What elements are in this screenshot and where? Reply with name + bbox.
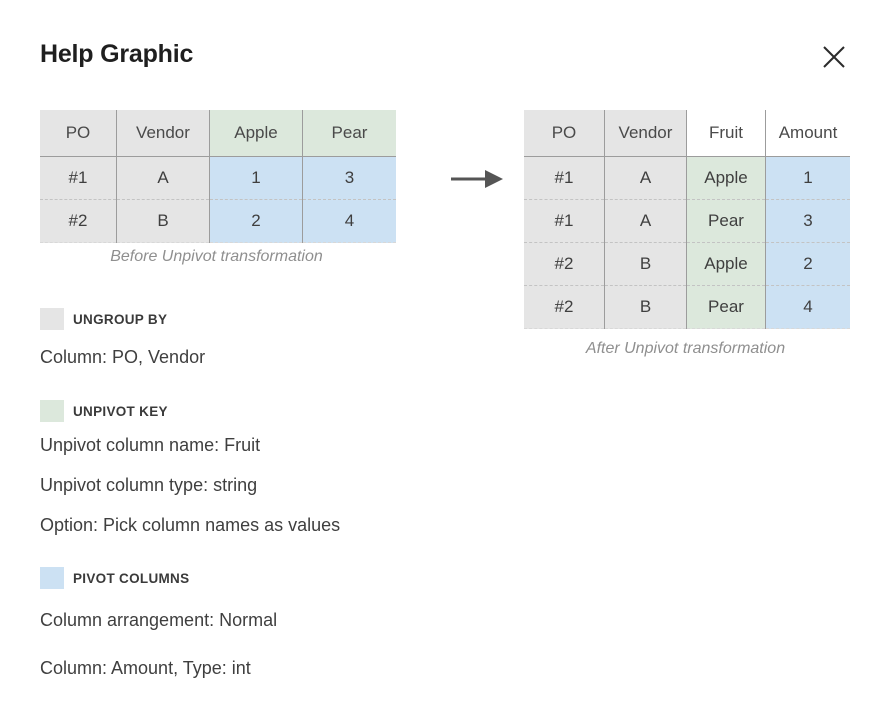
column-header-vendor: Vendor: [116, 110, 210, 157]
cell-po: #2: [524, 285, 605, 329]
column-header-po: PO: [524, 110, 605, 157]
cell-vendor: A: [604, 199, 687, 243]
cell-vendor: A: [116, 156, 210, 200]
cell-vendor: B: [116, 199, 210, 243]
swatch-blue-icon: [40, 567, 64, 589]
cell-po: #1: [524, 156, 605, 200]
column-header-pear: Pear: [302, 110, 396, 157]
table-row: #2 B Apple 2: [524, 242, 850, 286]
legend-section-unpivot-key: UNPIVOT KEY Unpivot column name: Fruit U…: [40, 400, 340, 542]
legend-title-unpivot-key: UNPIVOT KEY: [73, 403, 168, 419]
cell-vendor: B: [604, 242, 687, 286]
cell-po: #2: [524, 242, 605, 286]
cell-po: #2: [40, 199, 117, 243]
legend-line-column-arrangement: Column arrangement: Normal: [40, 610, 278, 630]
table-header-row: PO Vendor Apple Pear: [40, 110, 396, 157]
cell-pear: 4: [302, 199, 396, 243]
cell-apple: 2: [209, 199, 303, 243]
close-icon: [821, 44, 847, 70]
close-button[interactable]: [815, 38, 853, 76]
cell-pear: 3: [302, 156, 396, 200]
cell-fruit: Pear: [686, 199, 766, 243]
legend-title-ungroup-by: UNGROUP BY: [73, 311, 168, 327]
cell-fruit: Apple: [686, 242, 766, 286]
table-header-row: PO Vendor Fruit Amount: [524, 110, 850, 157]
legend-header: UNGROUP BY: [40, 308, 205, 330]
column-header-amount: Amount: [765, 110, 850, 157]
cell-amount: 4: [765, 285, 850, 329]
table-row: #1 A Apple 1: [524, 156, 850, 200]
legend-title-pivot-columns: PIVOT COLUMNS: [73, 570, 190, 586]
table-row: #1 A Pear 3: [524, 199, 850, 243]
column-header-apple: Apple: [209, 110, 303, 157]
legend-line-unpivot-column-name: Unpivot column name: Fruit: [40, 435, 261, 455]
transform-arrow-icon: [451, 167, 505, 191]
column-header-po: PO: [40, 110, 117, 157]
caption-after: After Unpivot transformation: [585, 340, 786, 357]
swatch-green-icon: [40, 400, 64, 422]
table-before-unpivot: PO Vendor Apple Pear #1 A 1 3 #2 B 2 4: [40, 110, 396, 243]
legend-header: PIVOT COLUMNS: [40, 567, 277, 589]
swatch-grey-icon: [40, 308, 64, 330]
table-row: #1 A 1 3: [40, 156, 396, 200]
cell-amount: 3: [765, 199, 850, 243]
column-header-fruit: Fruit: [686, 110, 766, 157]
cell-fruit: Apple: [686, 156, 766, 200]
page-title: Help Graphic: [40, 40, 194, 68]
cell-vendor: B: [604, 285, 687, 329]
cell-amount: 1: [765, 156, 850, 200]
legend-line-unpivot-column-type: Unpivot column type: string: [40, 475, 258, 495]
cell-vendor: A: [604, 156, 687, 200]
legend-section-pivot-columns: PIVOT COLUMNS Column arrangement: Normal…: [40, 567, 277, 685]
cell-amount: 2: [765, 242, 850, 286]
legend-section-ungroup-by: UNGROUP BY Column: PO, Vendor: [40, 308, 205, 374]
cell-fruit: Pear: [686, 285, 766, 329]
column-header-vendor: Vendor: [604, 110, 687, 157]
table-row: #2 B Pear 4: [524, 285, 850, 329]
legend-line-unpivot-option: Option: Pick column names as values: [40, 515, 341, 535]
legend-line-pivot-column: Column: Amount, Type: int: [40, 658, 251, 678]
caption-before: Before Unpivot transformation: [110, 248, 323, 265]
table-row: #2 B 2 4: [40, 199, 396, 243]
cell-po: #1: [40, 156, 117, 200]
cell-po: #1: [524, 199, 605, 243]
cell-apple: 1: [209, 156, 303, 200]
legend-header: UNPIVOT KEY: [40, 400, 340, 422]
legend-line-ungroup-column: Column: PO, Vendor: [40, 347, 206, 367]
table-after-unpivot: PO Vendor Fruit Amount #1 A Apple 1 #1 A…: [524, 110, 850, 329]
